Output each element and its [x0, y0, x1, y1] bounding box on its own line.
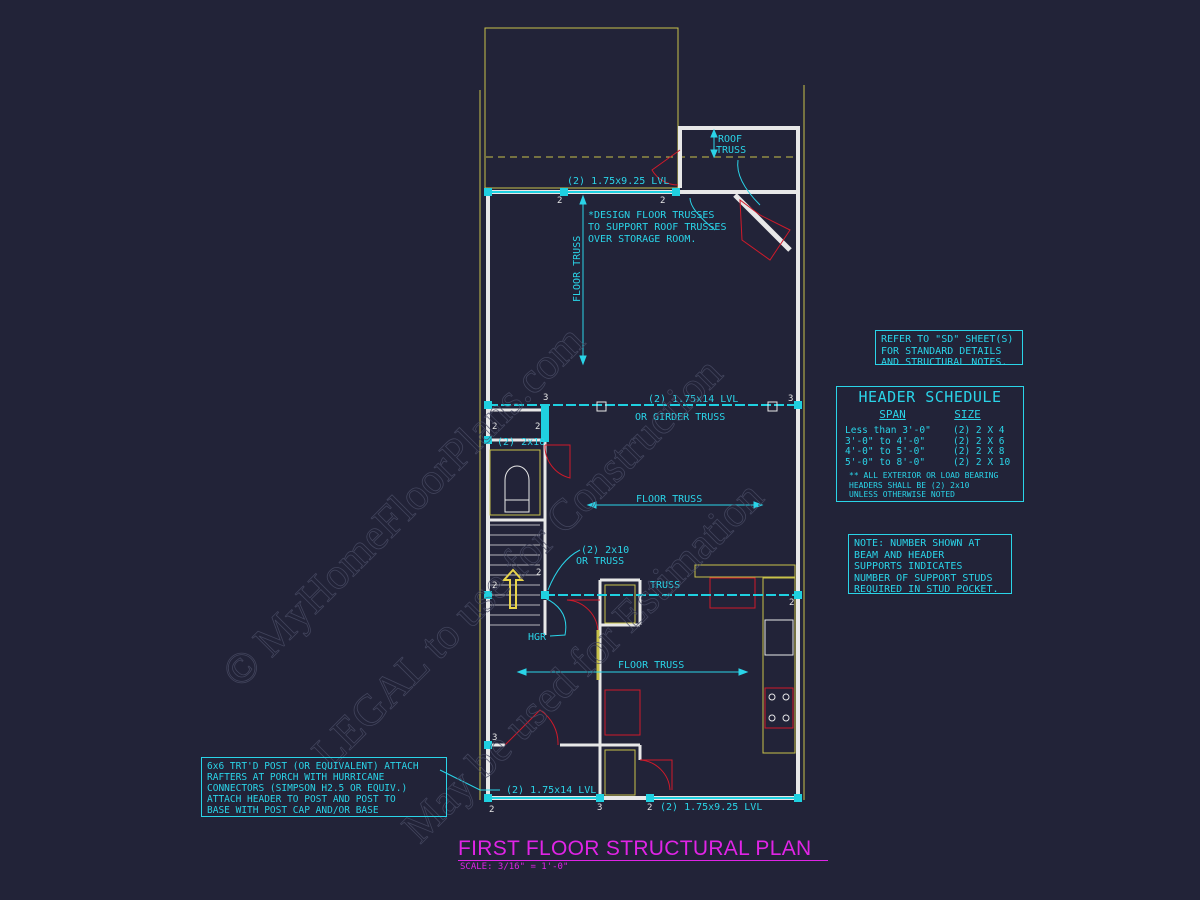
- bottom-lvl-right-label: (2) 1.75x9.25 LVL: [660, 802, 762, 813]
- support-number: 2: [536, 568, 541, 578]
- support-number: 2: [647, 803, 652, 813]
- support-number: 2: [535, 422, 540, 432]
- floor-truss-label-1: FLOOR TRUSS: [636, 494, 702, 505]
- support-number: 2: [789, 598, 794, 608]
- support-number: 2: [492, 581, 497, 591]
- design-note-line-2: TO SUPPORT ROOF TRUSSES: [588, 222, 726, 233]
- header-schedule-note: ** ALL EXTERIOR OR LOAD BEARING HEADERS …: [849, 471, 999, 499]
- header-schedule-row: 4'-0" to 5'-0" (2) 2 X 8: [837, 446, 1023, 458]
- support-studs-note: NOTE: NUMBER SHOWN AT BEAM AND HEADER SU…: [848, 534, 1012, 595]
- header-schedule-title: HEADER SCHEDULE: [858, 388, 1002, 406]
- support-number: 3: [543, 393, 548, 403]
- support-number: 3: [788, 394, 793, 404]
- size-column-header: SIZE: [954, 408, 981, 421]
- roof-truss-label-1: ROOF: [718, 134, 742, 145]
- refer-sd-note: REFER TO "SD" SHEET(S) FOR STANDARD DETA…: [875, 330, 1023, 368]
- support-number: 3: [597, 803, 602, 813]
- beams: [488, 191, 798, 799]
- span-column-header: SPAN: [879, 408, 906, 421]
- porch-post-note: 6x6 TRT'D POST (OR EQUIVALENT) ATTACH RA…: [201, 757, 447, 817]
- porch-outline: [479, 27, 805, 800]
- bottom-lvl-left-label: (2) 1.75x14 LVL: [506, 785, 596, 796]
- beam-supports: [484, 188, 802, 802]
- hgr-label: HGR: [528, 632, 547, 643]
- span-cell: 5'-0" to 8'-0": [845, 456, 926, 468]
- floor-truss-label-2: FLOOR TRUSS: [618, 660, 684, 671]
- roof-truss-label-2: TRUSS: [716, 145, 746, 156]
- span-cell: 4'-0" to 5'-0": [845, 446, 926, 457]
- truss-label: TRUSS: [650, 580, 680, 591]
- title-underline: [458, 860, 828, 861]
- plan-scale: SCALE: 3/16" = 1'-0": [460, 862, 569, 872]
- top-lvl-label: (2) 1.75x9.25 LVL: [567, 176, 669, 187]
- floor-truss-vertical-label: FLOOR TRUSS: [572, 236, 583, 302]
- girder-truss-label: OR GIRDER TRUSS: [635, 412, 725, 423]
- post-left: [596, 401, 607, 412]
- post-right: [767, 401, 778, 412]
- header-schedule-row: 3'-0" to 4'-0" (2) 2 X 6: [837, 435, 1023, 448]
- header-schedule-columns: SPAN SIZE: [837, 408, 1023, 421]
- interior-walls: [488, 193, 792, 798]
- doors: [504, 149, 791, 791]
- span-cell: 3'-0" to 4'-0": [845, 435, 926, 447]
- support-number: 2: [489, 805, 494, 815]
- header-2x10-label-a: (2) 2x10: [497, 437, 545, 448]
- support-number: 2: [557, 196, 562, 206]
- mid-lvl-label: (2) 1.75x14 LVL: [648, 394, 738, 405]
- plan-title: FIRST FLOOR STRUCTURAL PLAN: [458, 837, 812, 860]
- size-cell: (2) 2 X 10: [953, 456, 1011, 468]
- support-number: 3: [492, 733, 497, 743]
- design-note-line-3: OVER STORAGE ROOM.: [588, 234, 696, 245]
- size-cell: (2) 2 X 4: [953, 425, 1005, 436]
- header-2x10-label-b: (2) 2x10: [581, 545, 629, 556]
- truss-arrows: [516, 128, 764, 676]
- design-note-line-1: *DESIGN FLOOR TRUSSES: [588, 210, 714, 221]
- stair-up-arrow: [501, 568, 525, 609]
- support-number: 2: [660, 196, 665, 206]
- support-number: 2: [492, 422, 497, 432]
- size-cell: (2) 2 X 6: [953, 435, 1005, 447]
- header-schedule-table: HEADER SCHEDULE SPAN SIZE Less than 3'-0…: [836, 386, 1024, 502]
- leader-lines: [439, 159, 761, 791]
- header-schedule-row: 5'-0" to 8'-0" (2) 2 X 10: [837, 456, 1023, 469]
- fixtures: [489, 449, 796, 796]
- header-schedule-row: Less than 3'-0" (2) 2 X 4: [837, 425, 1023, 437]
- or-truss-label: OR TRUSS: [576, 556, 624, 567]
- span-cell: Less than 3'-0": [845, 425, 931, 436]
- size-cell: (2) 2 X 8: [953, 446, 1005, 457]
